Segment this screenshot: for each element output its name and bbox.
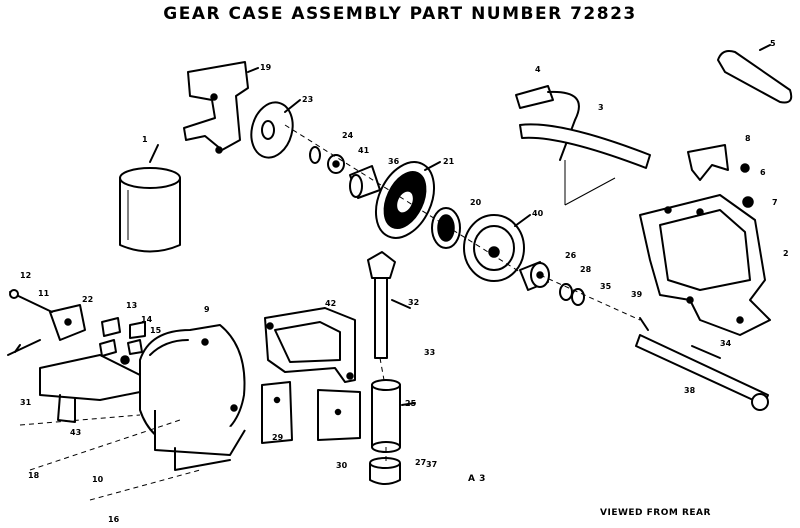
callout-30: 30	[336, 461, 348, 470]
callout-labels: 1 2 3 4 5 6 7 8 9 10 11 12 13 14 15 16 1…	[20, 39, 789, 524]
sheet-mark: A 3	[468, 474, 486, 484]
callout-22: 22	[82, 295, 93, 304]
assembly-centerlines	[19, 124, 641, 501]
callout-11: 11	[38, 289, 50, 298]
callout-10: 10	[92, 475, 104, 484]
callout-27: 27	[415, 458, 426, 467]
view-note: VIEWED FROM REAR	[600, 508, 711, 518]
part-axle-shaft	[635, 317, 769, 411]
part-gear-case-housing	[639, 194, 771, 336]
part-vertical-shaft	[367, 251, 411, 359]
callout-12: 12	[20, 271, 31, 280]
callout-3: 3	[598, 103, 604, 112]
callout-9: 9	[204, 305, 210, 314]
callout-23: 23	[302, 95, 313, 104]
callout-6: 6	[760, 168, 766, 177]
part-shift-clip	[687, 144, 754, 208]
callout-18: 18	[28, 471, 40, 480]
callout-4: 4	[535, 65, 541, 74]
part-spur-gear	[374, 161, 441, 239]
callout-20: 20	[470, 198, 482, 207]
callout-8: 8	[745, 134, 751, 143]
callout-35: 35	[600, 282, 612, 291]
callout-29: 29	[272, 433, 284, 442]
callout-39: 39	[631, 290, 643, 299]
callout-33: 33	[424, 348, 435, 357]
callout-16: 16	[108, 515, 120, 524]
callout-36: 36	[388, 157, 400, 166]
callout-5: 5	[770, 39, 776, 48]
part-spacer-stack	[309, 146, 381, 199]
callout-19: 19	[260, 63, 272, 72]
part-gasket-plate	[261, 307, 361, 444]
callout-37: 37	[426, 460, 437, 469]
part-shift-rod	[515, 85, 651, 206]
callout-32: 32	[408, 298, 419, 307]
callout-41: 41	[358, 146, 370, 155]
callout-2: 2	[783, 249, 789, 258]
callout-42: 42	[325, 299, 336, 308]
callout-15: 15	[150, 326, 162, 335]
part-thrust-washer	[250, 99, 301, 159]
part-handle-grip	[717, 44, 793, 104]
callout-28: 28	[580, 265, 592, 274]
callout-34: 34	[720, 339, 732, 348]
callout-38: 38	[684, 386, 696, 395]
callout-24: 24	[342, 131, 354, 140]
part-bearing-set	[519, 261, 585, 306]
part-left-bracket	[7, 289, 86, 356]
callout-40: 40	[532, 209, 544, 218]
callout-21: 21	[443, 157, 455, 166]
callout-43: 43	[70, 428, 81, 437]
diagram-title: GEAR CASE ASSEMBLY PART NUMBER 72823	[163, 4, 637, 24]
part-cylinder-can	[119, 144, 181, 253]
callout-1: 1	[142, 135, 148, 144]
callout-13: 13	[126, 301, 137, 310]
callout-14: 14	[141, 315, 153, 324]
callout-31: 31	[20, 398, 32, 407]
part-small-fasteners	[99, 317, 146, 365]
part-sleeve-tube	[371, 379, 416, 453]
callout-7: 7	[772, 198, 778, 207]
part-motor-assembly	[39, 324, 246, 471]
part-clutch-hub	[431, 207, 461, 249]
part-small-bushing	[369, 457, 401, 485]
callout-25: 25	[405, 399, 417, 408]
part-top-bracket	[183, 61, 259, 154]
callout-26: 26	[565, 251, 577, 260]
